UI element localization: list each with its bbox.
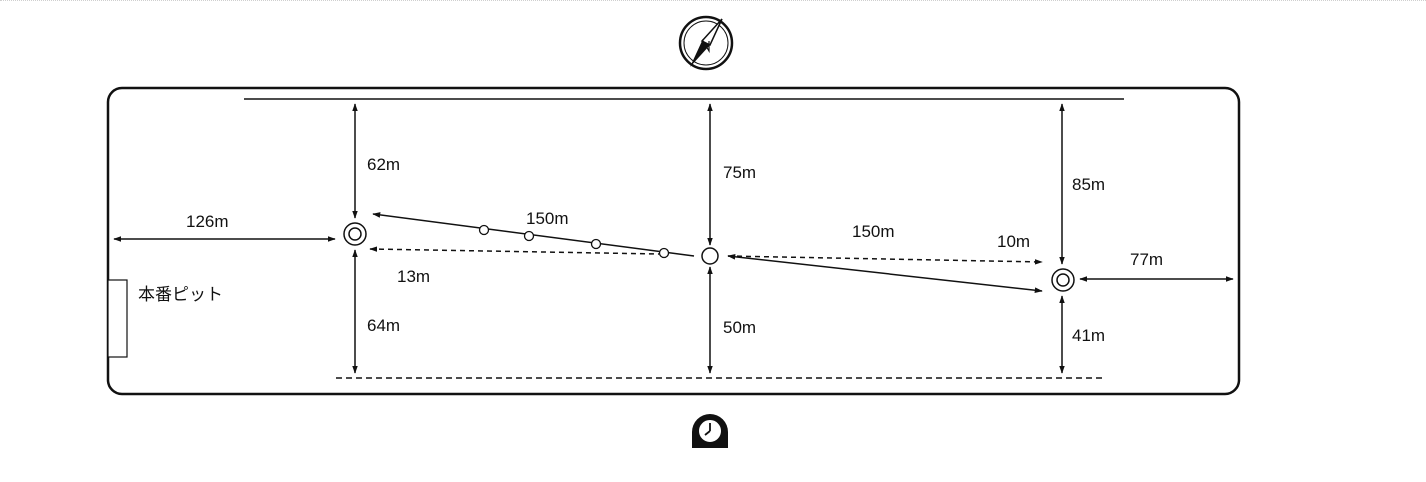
leg1-marker-buoys	[478, 224, 670, 259]
turn2-offset-label: 10m	[997, 232, 1030, 251]
center-buoy	[701, 247, 719, 265]
leg2-length-label: 150m	[852, 222, 895, 241]
turn1-to-top-label: 62m	[367, 155, 400, 174]
center-to-bottom-label: 50m	[723, 318, 756, 337]
clock-icon	[692, 414, 728, 448]
turn2-offset-arrow	[727, 255, 1043, 265]
pit-label: 本番ピット	[138, 285, 223, 304]
page-top-divider	[0, 0, 1426, 1]
turn1-offset-arrow	[369, 246, 660, 255]
pit-to-turn1-label: 126m	[186, 212, 229, 231]
turn2-to-top-label: 85m	[1072, 175, 1105, 194]
compass-icon	[678, 15, 734, 71]
turn1-offset-label: 13m	[397, 267, 430, 286]
turn1-buoy	[343, 222, 367, 246]
course-frame	[106, 86, 1241, 396]
leg1-length-label: 150m	[526, 209, 569, 228]
turn2-buoy	[1051, 268, 1075, 292]
center-to-top-label: 75m	[723, 163, 756, 182]
turn2-to-bottom-label: 41m	[1072, 326, 1105, 345]
turn2-to-right-label: 77m	[1130, 250, 1163, 269]
pit-box	[107, 279, 128, 358]
turn1-to-bottom-label: 64m	[367, 316, 400, 335]
leg2-line	[727, 254, 1043, 293]
